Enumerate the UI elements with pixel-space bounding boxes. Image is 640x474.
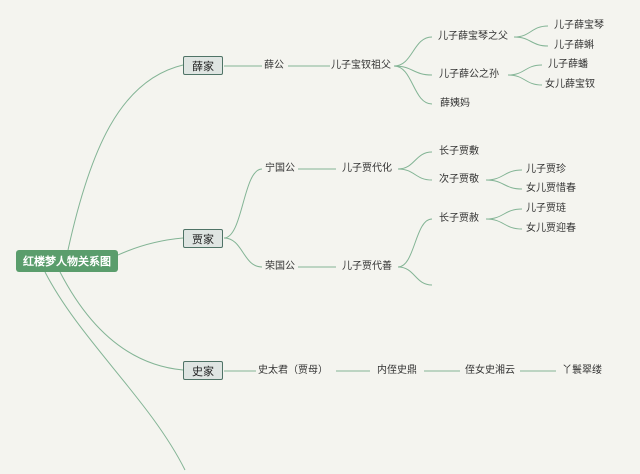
family-node-jia[interactable]: 贾家 <box>183 229 223 248</box>
node-xue-baoqin-father[interactable]: 儿子薛宝琴之父 <box>438 31 508 42</box>
node-xue-baoqin[interactable]: 儿子薛宝琴 <box>554 20 604 31</box>
link-yima <box>393 65 433 105</box>
link-baochai <box>507 74 543 86</box>
link-root-jia <box>117 237 184 256</box>
node-jia-lian[interactable]: 儿子贾琏 <box>526 203 566 214</box>
node-jia-yingchun[interactable]: 女儿贾迎春 <box>526 223 576 234</box>
node-jia-jing[interactable]: 次子贾敬 <box>439 174 479 185</box>
link-daishan-branch <box>397 266 433 286</box>
node-xue-grandpa[interactable]: 儿子宝钗祖父 <box>331 60 391 71</box>
node-ningguo[interactable]: 宁国公 <box>265 163 295 174</box>
node-shi-xiangyun[interactable]: 侄女史湘云 <box>465 365 515 376</box>
link-ke <box>513 36 549 47</box>
node-jia-she[interactable]: 长子贾赦 <box>439 213 479 224</box>
link-baoqin-father <box>393 36 433 67</box>
node-jia-zhen[interactable]: 儿子贾珍 <box>526 164 566 175</box>
link-zhen <box>485 169 523 181</box>
node-xue-gong[interactable]: 薛公 <box>264 60 284 71</box>
link-ningguo <box>223 168 263 239</box>
node-shi-ding[interactable]: 内侄史鼎 <box>377 365 417 376</box>
node-rongguo[interactable]: 荣国公 <box>265 261 295 272</box>
link-fu <box>397 151 433 170</box>
link-jing <box>397 168 433 181</box>
root-node[interactable]: 红楼梦人物关系图 <box>16 250 118 272</box>
node-xue-pan[interactable]: 儿子薛蟠 <box>548 59 588 70</box>
node-cuilv[interactable]: 丫鬟翠缕 <box>562 365 602 376</box>
link-lian <box>485 208 523 220</box>
link-yingchun <box>485 218 523 230</box>
link-root-offscreen <box>44 271 186 471</box>
link-baoqin <box>513 25 549 38</box>
node-xue-baochai[interactable]: 女儿薛宝钗 <box>545 79 595 90</box>
node-jia-daishan[interactable]: 儿子贾代善 <box>342 261 392 272</box>
link-rongguo <box>223 237 263 268</box>
node-jia-xichun[interactable]: 女儿贾惜春 <box>526 183 576 194</box>
link-pan <box>507 64 543 76</box>
node-jia-daihua[interactable]: 儿子贾代化 <box>342 163 392 174</box>
family-node-xue[interactable]: 薛家 <box>183 56 223 75</box>
link-she <box>397 218 433 268</box>
node-xue-yima[interactable]: 薛姨妈 <box>440 98 470 109</box>
link-root-shi <box>59 271 184 371</box>
node-jia-fu[interactable]: 长子贾敷 <box>439 146 479 157</box>
link-xichun <box>485 179 523 190</box>
node-xue-ke[interactable]: 儿子薛蝌 <box>554 40 594 51</box>
family-node-shi[interactable]: 史家 <box>183 361 223 380</box>
link-root-xue <box>67 64 184 251</box>
node-shi-taijun[interactable]: 史太君（贾母） <box>258 365 328 376</box>
node-xue-grandson[interactable]: 儿子薛公之孙 <box>439 69 499 80</box>
